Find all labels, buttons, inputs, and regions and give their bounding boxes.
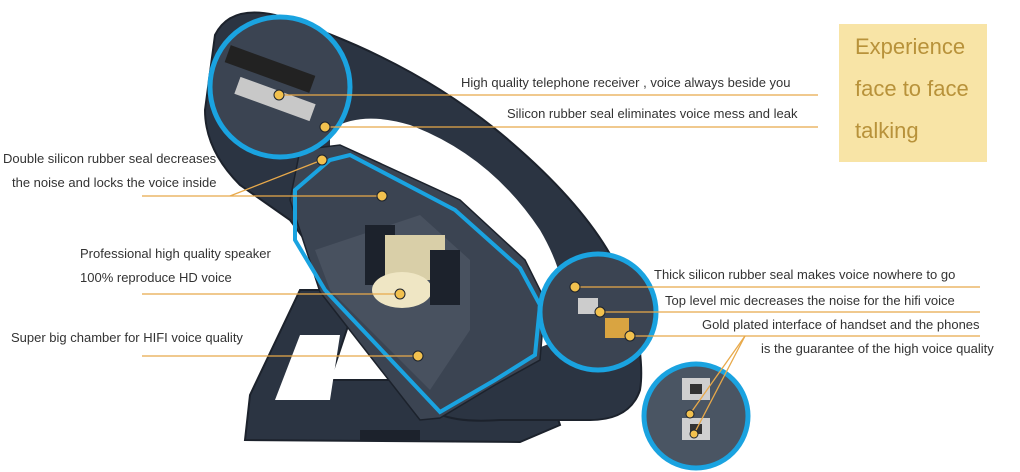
top-mic-label: Top level mic decreases the noise for th… — [665, 293, 955, 308]
gold-interface-label-line1: Gold plated interface of handset and the… — [702, 317, 980, 332]
annotation-dots — [273, 89, 699, 439]
receiver-zoom-circle — [207, 14, 353, 160]
callout-line-1: Experience — [855, 34, 966, 59]
receiver-element — [234, 76, 316, 122]
mic-port — [605, 318, 629, 338]
speaker-block-right — [430, 250, 460, 305]
callout-line-3: talking — [855, 118, 919, 143]
double-seal-label-line1: Double silicon rubber seal decreases — [3, 151, 217, 166]
thick-seal-label: Thick silicon rubber seal makes voice no… — [654, 267, 956, 282]
leader-lines — [142, 94, 980, 435]
experience-callout: Experience face to face talking — [839, 24, 987, 162]
gold-interface-label-line2: is the guarantee of the high voice quali… — [761, 341, 994, 356]
speaker-label-line1: Professional high quality speaker — [80, 246, 271, 261]
double-seal-label-line2: the noise and locks the voice inside — [12, 175, 217, 190]
port-upper-contact — [690, 384, 702, 394]
blue-seal-outline — [293, 152, 543, 415]
callout-line-2: face to face — [855, 76, 969, 101]
receiver-grille — [224, 45, 316, 93]
interface-zoom-circle — [641, 361, 751, 471]
chamber-label: Super big chamber for HIFI voice quality — [11, 330, 243, 345]
receiver-label: High quality telephone receiver , voice … — [461, 75, 791, 90]
stand-inner — [275, 335, 340, 400]
stand-foot — [360, 430, 420, 440]
silicon-seal-label: Silicon rubber seal eliminates voice mes… — [507, 106, 798, 121]
speaker-label-line2: 100% reproduce HD voice — [80, 270, 232, 285]
mic-element — [578, 298, 598, 314]
